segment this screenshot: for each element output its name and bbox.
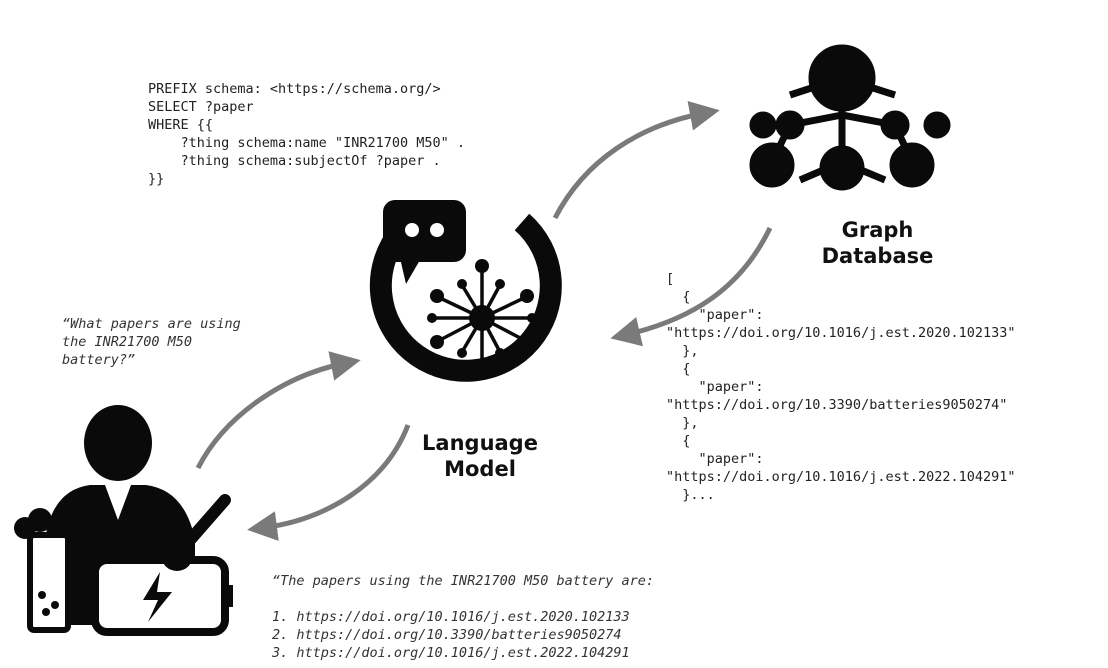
json-result: [ { "paper": "https://doi.org/10.1016/j.… xyxy=(666,271,1016,503)
sparql-query: PREFIX schema: <https://schema.org/> SEL… xyxy=(148,81,465,187)
language-model-icon xyxy=(369,200,562,382)
arrow-lm-to-db xyxy=(552,100,720,220)
graph-database-label: Graph Database xyxy=(800,217,955,269)
graph-database-icon xyxy=(749,44,951,191)
arrow-lm-to-user xyxy=(247,424,411,541)
scientist-icon xyxy=(14,405,233,636)
language-model-label-text: Language Model xyxy=(422,431,538,481)
arrow-user-to-lm xyxy=(195,351,361,470)
answer-text: “The papers using the INR21700 M50 batte… xyxy=(272,573,655,661)
graph-database-label-text: Graph Database xyxy=(821,218,934,268)
user-question: “What papers are using the INR21700 M50 … xyxy=(62,316,241,368)
language-model-label: Language Model xyxy=(405,430,555,482)
arrow-db-to-lm xyxy=(610,226,773,347)
